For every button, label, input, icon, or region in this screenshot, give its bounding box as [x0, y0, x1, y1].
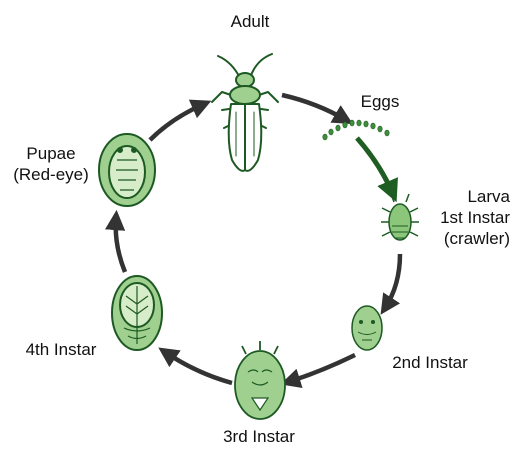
label-2nd-instar: 2nd Instar: [380, 352, 480, 373]
fourth-instar-illustration: [112, 276, 162, 350]
label-adult: Adult: [225, 11, 275, 32]
label-larva-line-1: Larva: [418, 186, 510, 207]
arrow-eggs-to-larva: [357, 138, 393, 194]
label-pupae-line-1: Pupae: [6, 143, 96, 164]
adult-beetle-illustration: [212, 54, 278, 171]
pupae-illustration: [99, 134, 155, 206]
label-pupae-red-eye: Pupae (Red-eye): [6, 143, 96, 185]
label-3rd-instar: 3rd Instar: [214, 426, 304, 447]
larva-crawler-illustration: [381, 194, 419, 240]
arrow-adult-to-eggs: [282, 95, 346, 120]
label-larva-1st-instar-crawler: Larva 1st Instar (crawler): [418, 186, 510, 249]
arrow-larva-to-2nd-instar: [385, 254, 400, 308]
label-larva-line-2: 1st Instar: [418, 207, 510, 228]
eggs-illustration: [323, 120, 389, 140]
label-larva-line-3: (crawler): [418, 228, 510, 249]
label-pupae-line-2: (Red-eye): [6, 164, 96, 185]
arrow-pupae-to-adult: [150, 104, 204, 140]
second-instar-illustration: [352, 306, 382, 350]
arrow-2nd-to-3rd-instar: [288, 355, 355, 382]
arrow-3rd-to-4th-instar: [165, 352, 232, 383]
third-instar-illustration: [235, 341, 285, 419]
label-4th-instar: 4th Instar: [16, 339, 106, 360]
arrow-4th-instar-to-pupae: [116, 218, 125, 272]
label-eggs: Eggs: [355, 91, 405, 112]
